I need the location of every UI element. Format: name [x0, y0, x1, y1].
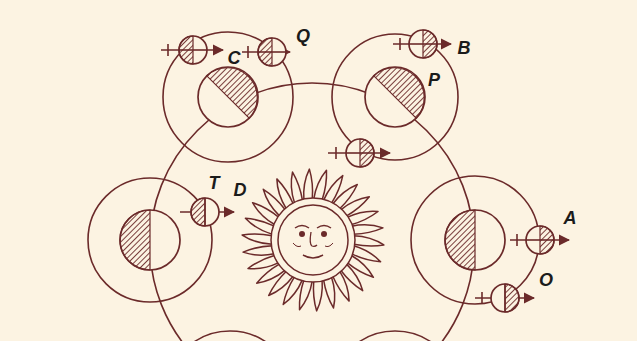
- earth: [120, 210, 180, 270]
- moon: [393, 30, 451, 58]
- moon-orbit: [88, 178, 212, 302]
- moon: [242, 38, 290, 66]
- point-label: Q: [296, 27, 310, 45]
- moon-orbit: [331, 331, 459, 341]
- point-label: O: [539, 271, 553, 289]
- moon: [180, 198, 234, 226]
- point-label: T: [209, 174, 220, 192]
- moon-orbit: [166, 331, 294, 341]
- earth: [198, 67, 258, 127]
- point-label: D: [234, 181, 247, 199]
- point-label: B: [458, 39, 471, 57]
- moon-orbit: [332, 34, 458, 160]
- sun: [242, 169, 384, 311]
- moon-orbit: [163, 32, 293, 162]
- moon: [161, 36, 223, 64]
- earth: [445, 210, 505, 270]
- point-label: P: [428, 71, 440, 89]
- point-label: A: [564, 209, 577, 227]
- moon: [475, 284, 534, 312]
- moon: [510, 226, 569, 254]
- point-label: C: [228, 49, 241, 67]
- earth-orbit: [150, 83, 474, 341]
- moon: [328, 139, 390, 167]
- earth: [365, 67, 425, 127]
